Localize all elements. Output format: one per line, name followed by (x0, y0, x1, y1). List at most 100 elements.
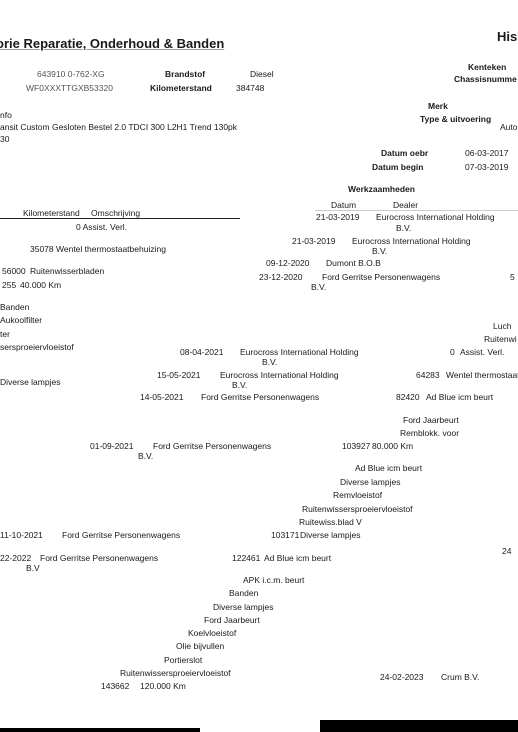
left-row-desc: 40.000 Km (20, 280, 62, 290)
list-item: Diverse lampjes (213, 602, 274, 612)
work-desc: Diverse lampjes (300, 530, 361, 540)
fuel-label: Brandstof (165, 69, 206, 79)
work-dealer: Eurocross International Holding (352, 236, 471, 246)
work-km: 0 (450, 347, 455, 357)
work-km: 122461 (232, 553, 261, 563)
license-plate-label: Kenteken (468, 62, 507, 72)
work-desc: Wentel thermostaat (446, 370, 518, 380)
work-dealer: Eurocross International Holding (220, 370, 339, 380)
footer-bar (320, 720, 518, 732)
work-date: 14-05-2021 (140, 392, 184, 402)
work-desc: 120.000 Km (140, 681, 186, 691)
work-desc: Ad Blue icm beurt (426, 392, 494, 402)
col-kilometerstand: Kilometerstand (23, 208, 80, 218)
brand-label: Merk (428, 101, 448, 111)
page-title-right: His (497, 29, 518, 44)
start-date-label: Datum begin (372, 162, 424, 172)
list-item: Diverse lampjes (0, 377, 61, 387)
work-date: 15-05-2021 (157, 370, 201, 380)
mileage-label: Kilometerstand (150, 83, 212, 93)
left-row-desc: Ruitenwisserbladen (30, 266, 105, 276)
work-date: 24-02-2023 (380, 672, 424, 682)
list-item: Ford Jaarbeurt (204, 615, 260, 625)
list-item: Ruitewiss.blad V (299, 517, 362, 527)
work-dealer: Ford Gerritse Personenwagens (62, 530, 181, 540)
fuel-value: Diesel (250, 69, 274, 79)
list-item: Diverse lampjes (340, 477, 401, 487)
list-item: Koelvloeistof (188, 628, 237, 638)
work-date: 08-04-2021 (180, 347, 224, 357)
list-item: Ruitenwissersproeiervloeistof (120, 668, 231, 678)
list-item: Aukoolfilter (0, 315, 43, 325)
work-dealer: Ford Gerritse Personenwagens (40, 553, 159, 563)
vehicle-model-sub: 30 (0, 134, 10, 144)
info-label: nfo (0, 110, 12, 120)
work-dealer: Ford Gerritse Personenwagens (322, 272, 441, 282)
work-date: 09-12-2020 (266, 258, 310, 268)
work-date: 01-09-2021 (90, 441, 134, 451)
list-item: Portierslot (164, 655, 203, 665)
divider (0, 218, 240, 219)
work-desc: Assist. Verl. (460, 347, 505, 357)
work-desc: Ad Blue icm beurt (264, 553, 332, 563)
work-date: 21-03-2019 (316, 212, 360, 222)
list-item: Banden (0, 302, 30, 312)
work-extra: 5 (510, 272, 515, 282)
left-row-desc: 35078 Wentel thermostaatbehuizing (30, 244, 166, 254)
work-dealer: Eurocross International Holding (376, 212, 495, 222)
left-row-km: 56000 (2, 266, 26, 276)
type-value: Auto (500, 122, 518, 132)
mileage-value: 384748 (236, 83, 265, 93)
work-km: 82420 (396, 392, 420, 402)
list-item: Ruitenwissersproeiervloeistof (302, 504, 413, 514)
work-date: 11-10-2021 (0, 530, 43, 540)
work-date: 23-12-2020 (259, 272, 303, 282)
list-item: Olie bijvullen (176, 641, 225, 651)
work-dealer-suffix: B.V. (262, 357, 278, 367)
col-omschrijving: Omschrijving (91, 208, 141, 218)
vehicle-model: ansit Custom Gesloten Bestel 2.0 TDCI 30… (0, 122, 238, 132)
work-dealer: Ford Gerritse Personenwagens (201, 392, 320, 402)
work-dealer-suffix: B.V. (396, 223, 412, 233)
work-dealer-suffix: B.V (26, 563, 40, 573)
list-item: Ford Jaarbeurt (403, 415, 459, 425)
work-date: 22-2022 (0, 553, 32, 563)
list-item: Banden (229, 588, 259, 598)
work-km: 103171 (271, 530, 300, 540)
type-label: Type & uitvoering (420, 114, 492, 124)
list-item: Remvloeistof (333, 490, 383, 500)
work-km: 64283 (416, 370, 440, 380)
list-item: Luch (493, 321, 512, 331)
first-use-date-value: 06-03-2017 (465, 148, 509, 158)
left-row-km: 255 (2, 280, 17, 290)
work-dealer: Ford Gerritse Personenwagens (153, 441, 272, 451)
work-km: 103927 (342, 441, 371, 451)
werkzaamheden-title: Werkzaamheden (348, 184, 415, 194)
list-item: APK i.c.m. beurt (243, 575, 305, 585)
work-km: 143662 (101, 681, 130, 691)
work-dealer: Eurocross International Holding (240, 347, 359, 357)
registration-code: 643910 0-762-XG (37, 69, 105, 79)
work-extra: 24 (502, 546, 512, 556)
page-title: orie Reparatie, Onderhoud & Banden (0, 36, 225, 51)
vin-number: WF0XXXTTGXB53320 (26, 83, 113, 93)
list-item: Remblokk. voor (400, 428, 460, 438)
work-dealer-suffix: B.V. (138, 451, 154, 461)
divider (315, 210, 518, 211)
list-item: Ruitenwi (484, 334, 517, 344)
work-date: 21-03-2019 (292, 236, 336, 246)
work-dealer: Dumont B.O.B (326, 258, 381, 268)
list-item: ter (0, 329, 10, 339)
work-desc: 80.000 Km (372, 441, 414, 451)
chassis-label: Chassisnumme (454, 74, 517, 84)
footer-bar-left (0, 728, 200, 732)
col-dealer: Dealer (393, 200, 419, 210)
left-row-desc: 0 Assist. Verl. (76, 222, 128, 232)
first-use-date-label: Datum oebr (381, 148, 429, 158)
work-dealer-suffix: B.V. (232, 380, 248, 390)
work-dealer-suffix: B.V. (311, 282, 327, 292)
list-item: Ad Blue icm beurt (355, 463, 423, 473)
col-datum: Datum (331, 200, 357, 210)
work-dealer: Crum B.V. (441, 672, 480, 682)
list-item: sersproeiervloeistof (0, 342, 74, 352)
